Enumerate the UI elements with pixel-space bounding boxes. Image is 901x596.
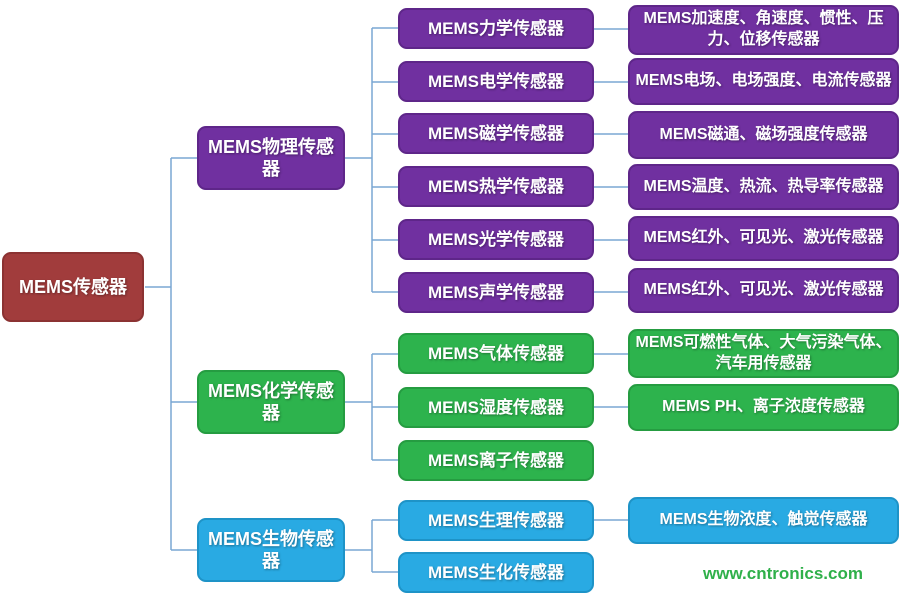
node-group-physical: MEMS物理传感器	[197, 126, 345, 190]
node-detail-mechanical: MEMS加速度、角速度、惯性、压力、位移传感器	[628, 5, 899, 55]
node-child-gas: MEMS气体传感器	[398, 333, 594, 374]
node-child-mechanical: MEMS力学传感器	[398, 8, 594, 49]
node-detail-humidity: MEMS PH、离子浓度传感器	[628, 384, 899, 431]
node-child-biochemical: MEMS生化传感器	[398, 552, 594, 593]
node-detail-acoustic: MEMS红外、可见光、激光传感器	[628, 268, 899, 313]
node-detail-optical: MEMS红外、可见光、激光传感器	[628, 216, 899, 261]
node-child-humidity: MEMS湿度传感器	[398, 387, 594, 428]
node-child-magnetic: MEMS磁学传感器	[398, 113, 594, 154]
node-child-thermal: MEMS热学传感器	[398, 166, 594, 207]
node-detail-physiological: MEMS生物浓度、触觉传感器	[628, 497, 899, 544]
node-detail-magnetic: MEMS磁通、磁场强度传感器	[628, 111, 899, 159]
node-child-physiological: MEMS生理传感器	[398, 500, 594, 541]
node-root-mems-sensor: MEMS传感器	[2, 252, 144, 322]
node-child-optical: MEMS光学传感器	[398, 219, 594, 260]
node-child-ion: MEMS离子传感器	[398, 440, 594, 481]
node-group-chemical: MEMS化学传感器	[197, 370, 345, 434]
node-group-biological: MEMS生物传感器	[197, 518, 345, 582]
node-child-electrical: MEMS电学传感器	[398, 61, 594, 102]
node-detail-electrical: MEMS电场、电场强度、电流传感器	[628, 58, 899, 105]
watermark-text: www.cntronics.com	[703, 564, 863, 583]
node-child-acoustic: MEMS声学传感器	[398, 272, 594, 313]
node-detail-thermal: MEMS温度、热流、热导率传感器	[628, 164, 899, 210]
node-detail-gas: MEMS可燃性气体、大气污染气体、汽车用传感器	[628, 329, 899, 378]
